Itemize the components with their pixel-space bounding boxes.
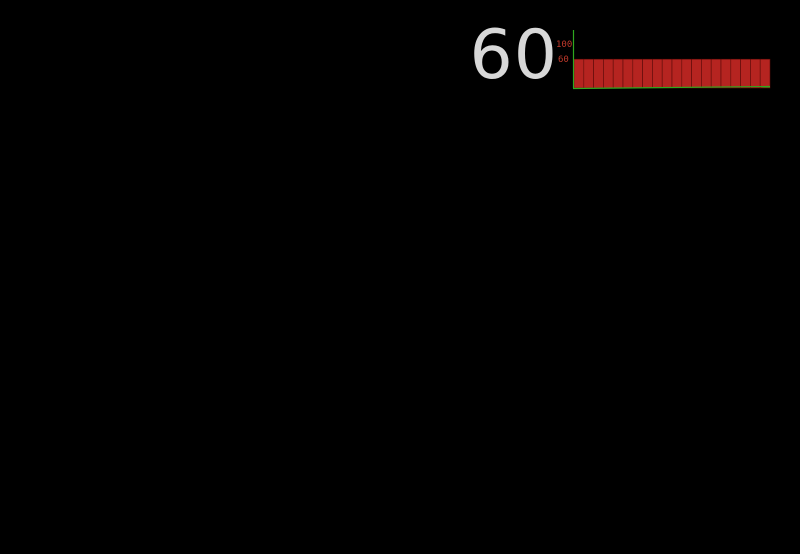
fps-bar (740, 58, 751, 89)
fps-bar (622, 58, 634, 89)
fps-bars (573, 58, 771, 89)
fps-bar (642, 58, 653, 89)
fps-bar (681, 58, 692, 89)
fps-bar (593, 58, 604, 89)
fps-bar (730, 58, 741, 89)
fps-bar (701, 58, 712, 89)
fps-bar (603, 58, 614, 89)
fps-history-chart: 100 60 (556, 30, 771, 90)
fps-value: 60 (469, 16, 558, 95)
fps-bar (720, 58, 732, 89)
scale-max-label: 100 (556, 40, 572, 50)
fps-bar (671, 58, 683, 89)
fps-bar (573, 58, 585, 89)
graph-x-axis (572, 85, 771, 90)
fps-bar (691, 58, 702, 89)
fps-bar (710, 58, 722, 89)
fps-bar (632, 58, 643, 89)
fps-bar (652, 58, 663, 89)
fps-bar (612, 58, 624, 89)
fps-bar (661, 58, 673, 89)
fps-bar (583, 58, 594, 89)
fps-bar (750, 58, 761, 89)
fps-bar (759, 58, 771, 89)
fps-history-graph: 100 60 (554, 28, 774, 90)
target-fps-label: 60 (558, 55, 569, 65)
